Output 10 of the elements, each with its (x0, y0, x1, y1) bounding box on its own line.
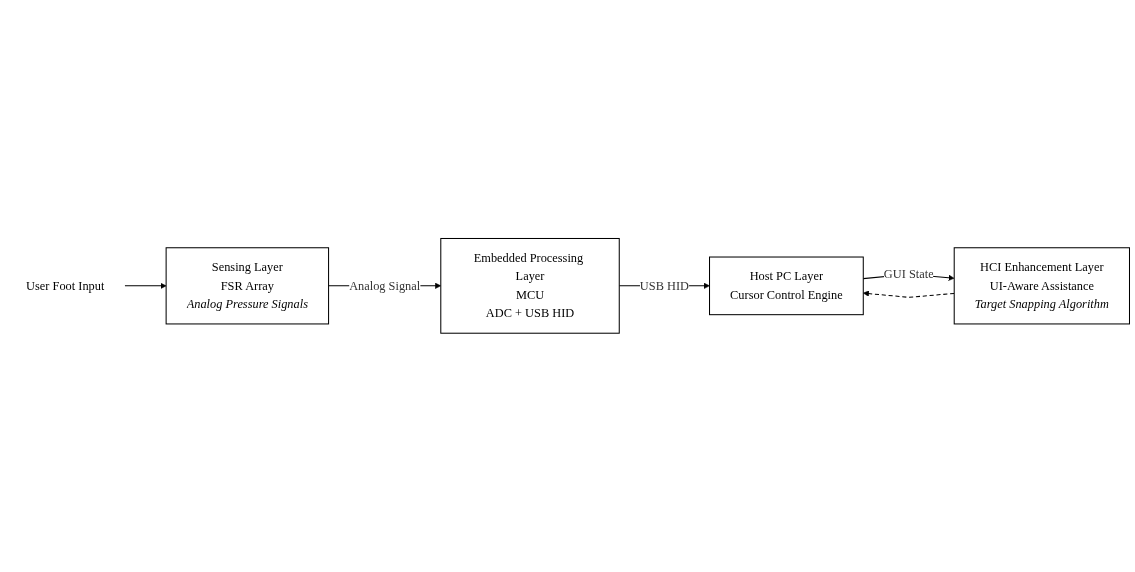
node-box: HCI Enhancement Layer UI-Aware Assistance Target Snapping Algorithm (953, 247, 1130, 325)
arrow (863, 290, 955, 298)
edge-label: GUI State (883, 267, 934, 282)
node-box: Embedded Processing Layer MCU ADC + USB HID (440, 238, 620, 334)
node-text: User Foot Input (26, 278, 105, 293)
node-box: Host PC Layer Cursor Control Engine (709, 256, 864, 316)
node-box: Sensing Layer FSR Array Analog Pressure Signals (165, 247, 330, 325)
edge-label: USB HID (639, 278, 689, 293)
edge-label: Analog Signal (349, 278, 421, 293)
arrow (124, 282, 167, 289)
